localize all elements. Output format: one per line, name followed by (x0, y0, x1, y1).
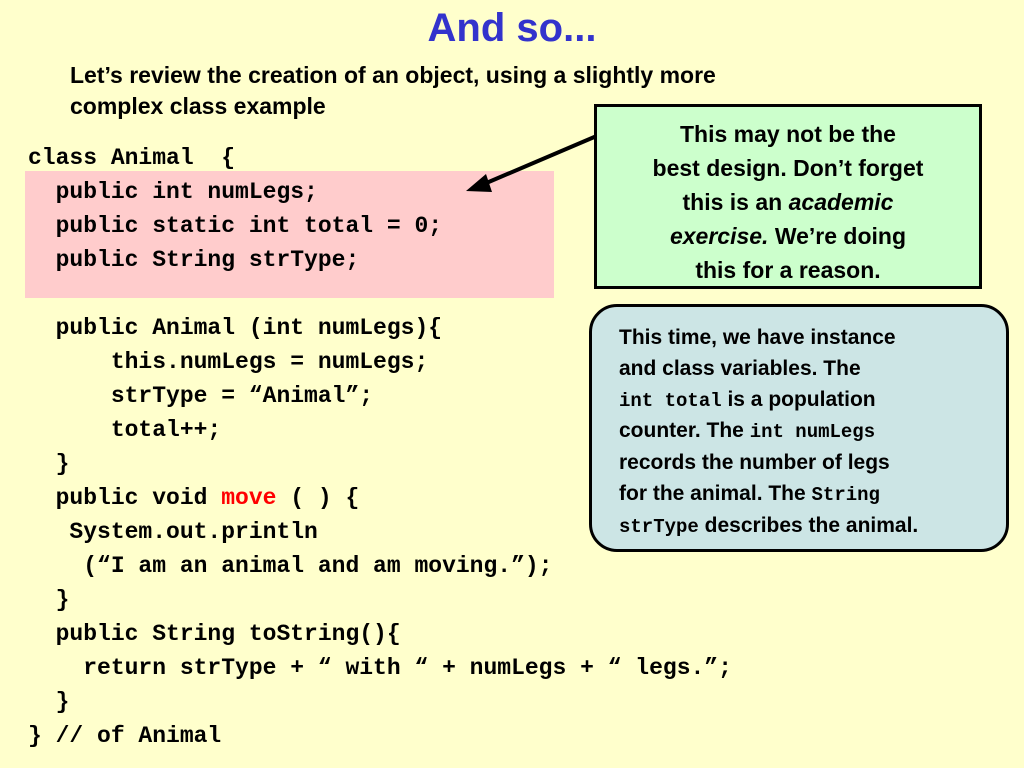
callout-line: this is an academic (597, 185, 979, 219)
inline-code: int numLegs (749, 421, 876, 444)
code-text: ( ) { (276, 485, 360, 511)
callout-emphasis: exercise. (669, 223, 769, 249)
subtitle-line: Let’s review the creation of an object, … (70, 62, 716, 88)
callout-line: This may not be the (680, 121, 896, 147)
code-line: } (28, 587, 70, 613)
callout-line: This time, we have instance (619, 326, 896, 349)
slide-subtitle: Let’s review the creation of an object, … (70, 60, 890, 122)
code-line: public String strType; (28, 247, 360, 273)
callout-line: exercise. We’re doing (597, 219, 979, 253)
code-line: this.numLegs = numLegs; (28, 349, 429, 375)
callout-line: int total is a population (619, 385, 1006, 417)
callout-line: best design. Don’t forget (652, 155, 924, 181)
callout-text: for the animal. The (619, 481, 812, 505)
code-line-move: public void move ( ) { (28, 485, 360, 511)
code-line: class Animal { (28, 145, 236, 171)
callout-line: and class variables. The (619, 356, 861, 380)
field-declarations-highlight (25, 171, 554, 298)
code-line: } (28, 689, 70, 715)
code-line: public Animal (int numLegs){ (28, 315, 443, 341)
code-line: return strType + “ with “ + numLegs + “ … (28, 655, 732, 681)
callout-text: is a population (721, 387, 876, 411)
callout-line: records the number of legs (619, 451, 890, 475)
subtitle-line: complex class example (70, 93, 326, 119)
callout-line: strType describes the animal. (619, 511, 1006, 543)
code-line: strType = “Animal”; (28, 383, 374, 409)
variables-explanation-callout: This time, we have instance and class va… (589, 304, 1009, 552)
callout-line: counter. The int numLegs (619, 416, 1006, 448)
code-line: System.out.println (28, 519, 318, 545)
code-text: public void (28, 485, 222, 511)
callout-text: We’re doing (768, 223, 907, 249)
inline-code: String (811, 483, 880, 506)
code-line: (“I am an animal and am moving.”); (28, 553, 553, 579)
code-line: public static int total = 0; (28, 213, 443, 239)
callout-text: describes the animal. (698, 513, 919, 537)
code-line: total++; (28, 417, 222, 443)
callout-emphasis: academic (788, 189, 894, 215)
callout-text: this is an (682, 189, 789, 215)
code-line: public String toString(){ (28, 621, 401, 647)
code-line: } // of Animal (28, 723, 222, 749)
code-listing: class Animal { public int numLegs; publi… (0, 0, 732, 749)
code-line: public int numLegs; (28, 179, 318, 205)
code-line: } (28, 451, 70, 477)
inline-code: strType (619, 515, 699, 538)
move-keyword: move (221, 485, 277, 511)
callout-text: counter. The (619, 419, 750, 443)
inline-code: int total (619, 389, 722, 412)
callout-line: this for a reason. (695, 257, 881, 283)
slide-title: And so... (427, 6, 597, 50)
design-note-callout: This may not be the best design. Don’t f… (594, 104, 982, 289)
callout-line: for the animal. The String (619, 479, 1006, 511)
